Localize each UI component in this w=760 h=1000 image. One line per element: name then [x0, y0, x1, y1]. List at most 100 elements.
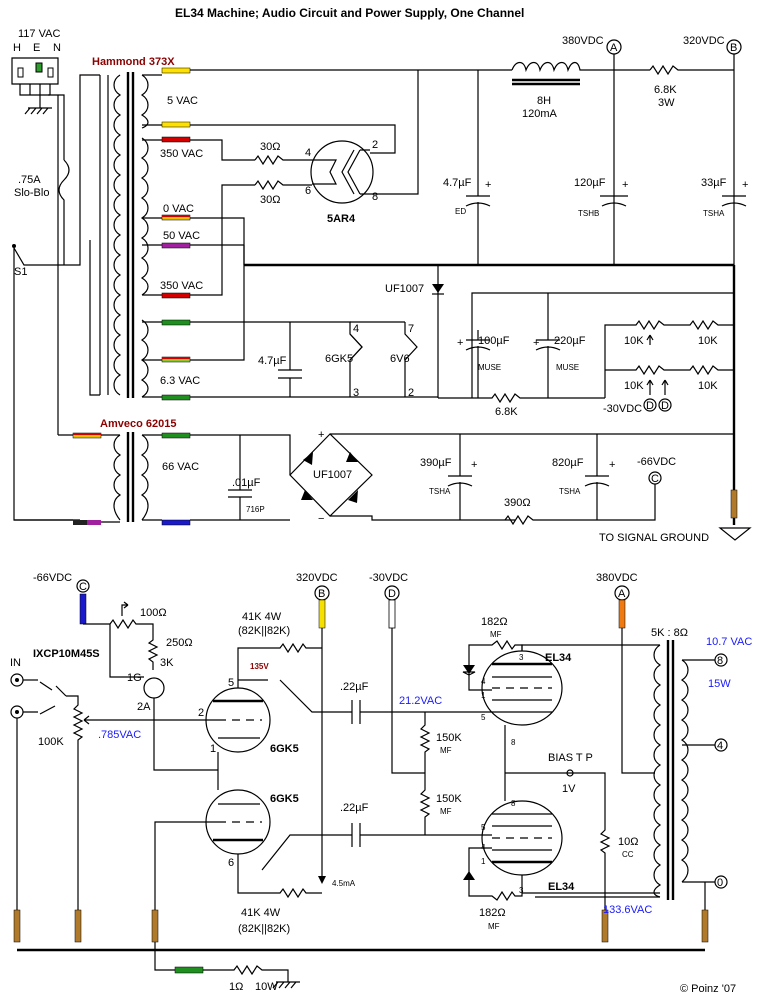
pin-2: 2 [372, 139, 378, 151]
bridge-label: UF1007 [313, 469, 352, 481]
svg-text:41K 4W: 41K 4W [241, 907, 281, 919]
mains-inlet: 117 VAC H E N [11, 28, 61, 85]
svg-text:+: + [471, 459, 477, 471]
el34-bottom [481, 800, 563, 876]
bias-tp-label: BIAS T P [548, 752, 593, 764]
cap-ed [465, 70, 491, 265]
svg-text:TSHA: TSHA [429, 487, 451, 496]
svg-text:4: 4 [481, 677, 486, 686]
svg-text:B: B [318, 588, 325, 600]
svg-text:5: 5 [481, 823, 486, 832]
winding-6v3: 6.3 VAC [160, 375, 200, 387]
heater-diode: UF1007 [385, 283, 424, 295]
pin-8: 8 [372, 191, 378, 203]
svg-text:+: + [609, 459, 615, 471]
bias-out: -30VDC [603, 403, 642, 415]
winding-0v: 0 VAC [163, 203, 194, 215]
svg-text:(82K||82K): (82K||82K) [238, 923, 290, 935]
cap-tshb [600, 195, 628, 207]
svg-text:1G: 1G [127, 672, 142, 684]
pin-e: E [33, 42, 40, 54]
diagram-title: EL34 Machine; Audio Circuit and Power Su… [175, 6, 524, 20]
svg-text:D: D [646, 400, 654, 412]
resistor-30r-b [254, 179, 312, 191]
driver-tube-label-bottom: 6GK5 [270, 793, 299, 805]
svg-text:+: + [485, 179, 491, 191]
pin-n: N [53, 42, 61, 54]
pin-4: 4 [305, 147, 311, 159]
svg-text:4.7µF: 4.7µF [443, 177, 472, 189]
svg-text:MUSE: MUSE [556, 363, 579, 372]
rail-a-label: 380VDC [562, 35, 604, 47]
input-label: IN [10, 657, 21, 669]
resistor-6k8 [438, 392, 605, 404]
bias-transformer-name: Amveco 62015 [100, 418, 176, 430]
svg-text:C: C [79, 581, 87, 593]
heater-tube-6v6: 6V6 [390, 353, 410, 365]
resistor-30r-a [254, 154, 312, 166]
svg-text:+: + [533, 337, 539, 349]
svg-text:1: 1 [481, 691, 486, 700]
svg-text:2A: 2A [137, 701, 151, 713]
svg-text:8: 8 [717, 655, 723, 667]
svg-text:41K 4W: 41K 4W [242, 611, 282, 623]
winding-350v-b: 350 VAC [160, 280, 203, 292]
svg-text:8: 8 [511, 738, 516, 747]
power-transformer [99, 72, 149, 398]
svg-text:2: 2 [198, 707, 204, 719]
svg-text:120µF: 120µF [574, 177, 606, 189]
ot-power: 15W [708, 678, 731, 690]
coupling-cap-bottom: .22µF [340, 802, 369, 814]
svg-text:150K: 150K [436, 732, 462, 744]
svg-text:CC: CC [622, 850, 634, 859]
winding-5v: 5 VAC [167, 95, 198, 107]
ot-voltage: 10.7 VAC [706, 636, 752, 648]
svg-text:3: 3 [353, 387, 359, 399]
svg-text:4: 4 [353, 323, 359, 335]
winding-350v-a: 350 VAC [160, 148, 203, 160]
choke [511, 61, 650, 73]
power-transformer-name: Hammond 373X [92, 56, 175, 68]
svg-text:A: A [610, 42, 618, 54]
svg-text:TSHB: TSHB [578, 209, 599, 218]
res-30-a: 30Ω [260, 141, 280, 153]
svg-text:D: D [388, 588, 396, 600]
mains-voltage: 117 VAC [18, 28, 60, 40]
neg66-label: -66VDC [33, 572, 72, 584]
plate-voltage: 135V [250, 662, 269, 671]
svg-text:0: 0 [717, 877, 723, 889]
svg-text:+: + [318, 429, 324, 441]
svg-text:(82K||82K): (82K||82K) [238, 625, 290, 637]
ccs-transistor [143, 677, 165, 699]
choke-current: 120mA [522, 108, 558, 120]
svg-text:8: 8 [511, 799, 516, 808]
svg-text:-30VDC: -30VDC [369, 572, 408, 584]
svg-text:10K: 10K [624, 335, 644, 347]
svg-text:MUSE: MUSE [478, 363, 501, 372]
coupling-cap-top: .22µF [340, 681, 369, 693]
winding-50v: 50 VAC [163, 230, 200, 242]
svg-text:6.8K: 6.8K [495, 406, 518, 418]
svg-text:390µF: 390µF [420, 457, 452, 469]
svg-text:10K: 10K [624, 380, 644, 392]
input-voltage: .785VAC [98, 729, 141, 741]
bias-winding: 66 VAC [162, 461, 199, 473]
svg-text:EL34: EL34 [545, 652, 572, 664]
pin-6: 6 [305, 185, 311, 197]
bias-out-66: -66VDC [637, 456, 676, 468]
svg-text:+: + [622, 179, 628, 191]
svg-text:MF: MF [440, 807, 452, 816]
svg-text:100Ω: 100Ω [140, 607, 167, 619]
svg-text:380VDC: 380VDC [596, 572, 638, 584]
muse-220: 220µF [554, 335, 586, 347]
output-transformer [653, 640, 689, 900]
ccs-part: IXCP10M45S [33, 648, 100, 660]
svg-text:+: + [742, 179, 748, 191]
bias-cap: .01µF [232, 477, 261, 489]
svg-text:TSHA: TSHA [559, 487, 581, 496]
choke-inductance: 8H [537, 95, 551, 107]
rail-b-label: 320VDC [683, 35, 725, 47]
muse-100: 100µF [478, 335, 510, 347]
svg-text:820µF: 820µF [552, 457, 584, 469]
heater-tube-6gk5: 6GK5 [325, 353, 353, 365]
